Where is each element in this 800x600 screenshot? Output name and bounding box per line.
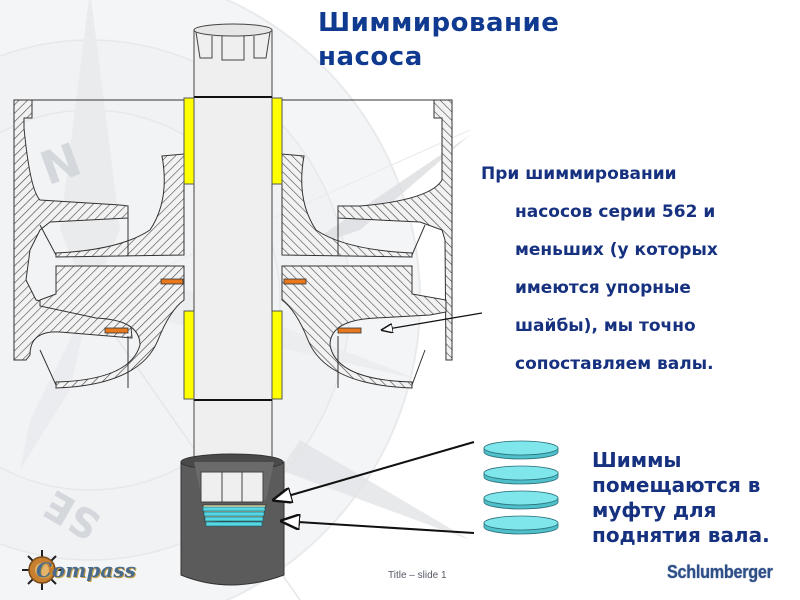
thrust-washer-2	[104, 327, 129, 334]
body-line: При шиммировании	[481, 164, 677, 184]
thrust-washer-4	[337, 327, 362, 334]
bushing-left-upper	[183, 97, 195, 185]
compass-logo-emblem	[22, 550, 62, 590]
body-line: меньших (у которых	[515, 240, 718, 260]
body-line: шайбы), мы точно	[515, 316, 696, 336]
shim-disc	[483, 490, 559, 510]
shim-stack-in-coupling	[202, 506, 266, 527]
shim-caption-line: Шиммы	[592, 448, 682, 472]
shim-disc	[483, 440, 559, 460]
thrust-washer-3	[283, 278, 307, 285]
arrow-to-coupling-upper	[274, 441, 475, 500]
pump-stage-right-half	[281, 99, 453, 389]
arrow-to-thrust-washer	[382, 312, 483, 330]
bushing-right-upper	[271, 97, 283, 185]
arrow-to-coupling-lower	[282, 521, 475, 534]
shim-discs	[483, 440, 559, 535]
brand-logo-schlumberger: Schlumberger	[667, 562, 773, 582]
body-line: сопоставляем валы.	[515, 354, 714, 374]
slide-title-line: насоса	[318, 42, 423, 72]
shim-disc	[483, 515, 559, 535]
bushing-right-lower	[271, 310, 283, 400]
coupling	[180, 453, 285, 586]
thrust-washer-1	[160, 278, 184, 285]
body-paragraph: При шиммировании насосов серии 562 и мен…	[481, 162, 781, 390]
compass-logo-text: Compass	[36, 558, 136, 582]
shim-caption-line: помещаются в	[592, 473, 761, 497]
bushing-left-lower	[183, 310, 195, 400]
body-line: имеются упорные	[515, 278, 691, 298]
slide-title-line: Шиммирование	[318, 8, 560, 38]
slide-title: Шиммирование насоса	[318, 6, 618, 74]
shim-disc	[483, 465, 559, 485]
shim-caption-line: поднятия вала.	[592, 523, 770, 547]
shim-caption-line: муфту для	[592, 498, 717, 522]
pump-stage-left-half	[13, 99, 185, 389]
shim-caption: Шиммы помещаются в муфту для поднятия ва…	[592, 448, 800, 548]
body-line: насосов серии 562 и	[515, 202, 716, 222]
slide-footer: Title – slide 1	[388, 570, 447, 581]
